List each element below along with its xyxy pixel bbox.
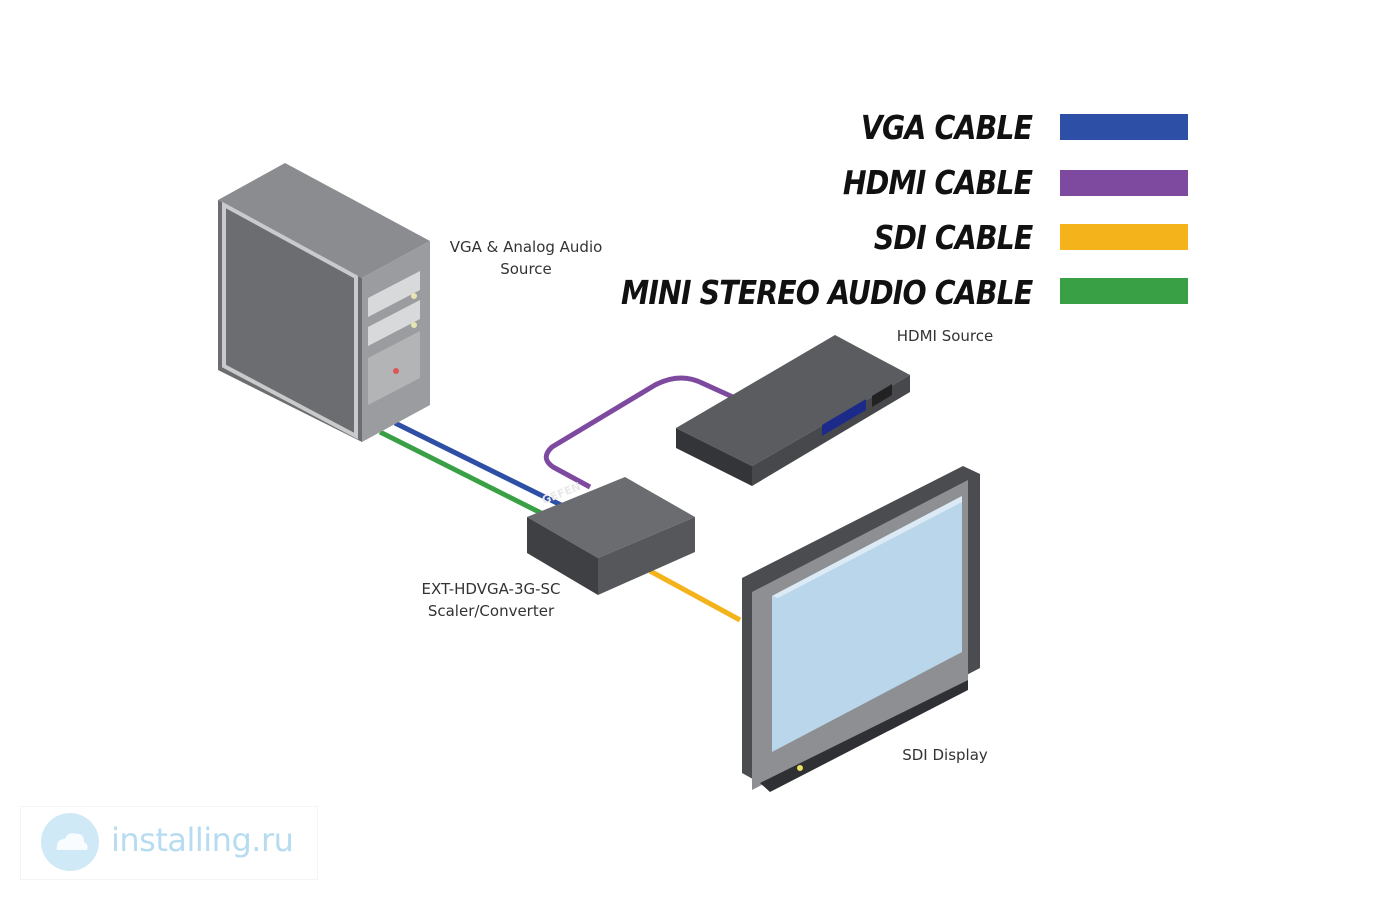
legend-swatch-hdmi [1060, 170, 1188, 196]
legend-swatch-audio [1060, 278, 1188, 304]
pc-tower [218, 163, 430, 442]
cloud-logo-icon [41, 813, 99, 871]
pc-label-line2: Source [500, 260, 552, 278]
sdi-cable [648, 568, 742, 623]
watermark: installing.ru [20, 806, 318, 880]
legend-label-vga: VGA CABLE [860, 108, 1033, 147]
converter-label-line1: EXT-HDVGA-3G-SC [421, 580, 561, 598]
legend-swatch-vga [1060, 114, 1188, 140]
pc-label-line1: VGA & Analog Audio [449, 238, 603, 256]
converter-label: EXT-HDVGA-3G-SC Scaler/Converter [400, 578, 582, 622]
pc-label: VGA & Analog Audio Source [445, 236, 607, 280]
sdi-display-device [742, 466, 980, 792]
vga-cable [393, 420, 567, 510]
hdmi-source-device [676, 335, 910, 486]
watermark-text: installing.ru [111, 821, 294, 859]
hdmi-cable [543, 375, 737, 490]
legend-swatch-sdi [1060, 224, 1188, 250]
legend-label-hdmi: HDMI CABLE [842, 163, 1033, 202]
hdmi-source-label: HDMI Source [896, 327, 994, 345]
legend-label-sdi: SDI CABLE [873, 218, 1032, 257]
audio-cable [378, 429, 557, 523]
legend-label-audio: MINI STEREO AUDIO CABLE [620, 273, 1033, 312]
cables [378, 375, 742, 623]
converter-label-line2: Scaler/Converter [427, 602, 555, 620]
display-label: SDI Display [902, 746, 988, 764]
converter-device [527, 477, 695, 595]
